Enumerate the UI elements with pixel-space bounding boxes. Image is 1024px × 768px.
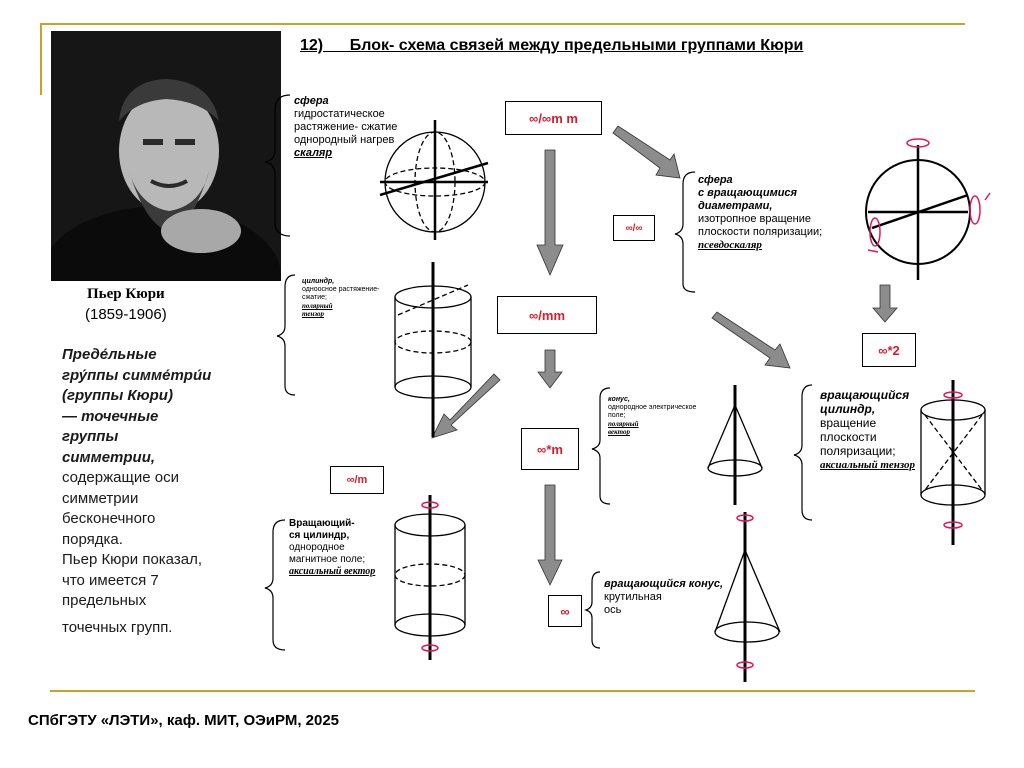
flow-arrows [431, 125, 898, 586]
bottom-rule [50, 690, 975, 692]
cylinder-figure [394, 262, 472, 437]
group-box-inf-inf-mm: ∞/∞m m [505, 101, 602, 135]
rot-cyl-tw-l3: вращение [820, 416, 877, 430]
group-box-inf-star-m: ∞*m [521, 428, 579, 470]
desc-line-5: группы [62, 428, 119, 445]
label-sphere: сфера гидростатическое растяжение- сжати… [294, 95, 397, 160]
sphere-l2: гидростатическое [294, 108, 385, 120]
arrow-g1-g3 [536, 149, 564, 277]
rot-sphere-l6: псевдоскаляр [698, 239, 762, 251]
arrow-g5-g7 [537, 484, 563, 586]
desc-line-12: что имеется 7 [62, 571, 159, 589]
cone-l3: поле; [608, 412, 626, 419]
rot-cyl-l2: ся цилиндр, [289, 530, 350, 541]
rot-cyl-l5: аксиальный вектор [289, 566, 376, 577]
desc-line-1: Преде́льные [62, 346, 157, 363]
desc-line-7: содержащие оси [62, 469, 179, 486]
rot-cylinder-figure [394, 495, 466, 660]
rot-cylinder-tw-figure [920, 380, 986, 545]
cylinder-l5: тензор [302, 310, 324, 318]
rot-cone-l1: вращающийся конус, [604, 578, 724, 590]
sphere-l4: однородный нагрев [294, 134, 395, 146]
desc-line-2: гру́ппы симме́три́и [62, 366, 212, 384]
desc-line-9: бесконечного [62, 510, 156, 527]
desc-line-6: симметрии, [62, 448, 156, 466]
label-rot-cylinder: Вращающий- ся цилиндр, однородное магнит… [289, 518, 375, 578]
group-box-inf-m: ∞/m [330, 466, 384, 494]
desc-line-3: (группы Кюри) [62, 387, 173, 404]
desc-line-10: порядка. [62, 530, 123, 548]
rot-cyl-l3: однородное [289, 542, 345, 553]
sphere-figure [379, 120, 489, 240]
top-rule [40, 23, 965, 25]
footer-text: СПбГЭТУ «ЛЭТИ», каф. МИТ, ОЭиРМ, 2025 [28, 712, 340, 729]
desc-line-4: — точечные [62, 407, 159, 425]
label-rot-sphere: сфера с вращающимися диаметрами, изотроп… [698, 174, 822, 252]
rot-sphere-l5: плоскости поляризации; [698, 226, 823, 238]
cone-l2: однородное электрическое [608, 404, 697, 411]
rot-cone-l3: ось [604, 604, 622, 616]
cylinder-l2: одноосное растяжение- [302, 286, 380, 293]
cone-figure [707, 385, 763, 505]
cone-l4: полярный [608, 420, 639, 428]
desc-line-11: Пьер Кюри показал, [62, 551, 202, 568]
desc-line-8: симметрии [62, 489, 139, 507]
group-box-inf-mm: ∞/mm [497, 296, 597, 334]
rot-sphere-figure [865, 138, 991, 280]
description-text: Преде́льные гру́ппы симме́три́и (группы … [62, 345, 211, 638]
portrait-years: (1859-1906) [85, 306, 167, 323]
arrow-g3-g6 [431, 373, 501, 439]
rot-cyl-l4: магнитное поле; [289, 554, 366, 565]
cylinder-l4: полярный [302, 302, 333, 310]
arrow-g1-g2 [612, 125, 681, 179]
rot-cone-l2: крутильная [604, 591, 662, 603]
rot-sphere-l1: сфера [698, 174, 733, 186]
rot-cone-figure [714, 512, 781, 682]
sphere-l3: растяжение- сжатие [294, 121, 398, 133]
label-rot-cone: вращающийся конус, крутильная ось [604, 578, 723, 617]
rot-cyl-tw-l4: плоскости [820, 430, 877, 444]
rot-sphere-l4: изотропное вращение [698, 213, 811, 225]
brace-cone [591, 387, 611, 505]
cone-l5: вектор [608, 428, 630, 436]
sphere-l5: скаляр [294, 147, 333, 159]
group-box-inf-star-2: ∞*2 [862, 333, 916, 367]
portrait-figure [51, 31, 281, 281]
arrow-g3-g5 [537, 349, 563, 389]
left-rule [40, 23, 42, 95]
arrow-g2-g4 [872, 284, 898, 323]
desc-line-13: предельных [62, 592, 147, 609]
rot-cyl-tw-l6: аксиальный тензор [820, 459, 915, 471]
group-box-inf: ∞ [548, 595, 582, 627]
rot-cyl-tw-l2: цилиндр, [820, 402, 876, 416]
cone-l1: конус, [608, 396, 630, 403]
brace-cylinder [276, 274, 296, 396]
rot-cyl-tw-l1: вращающийся [820, 388, 910, 402]
rot-sphere-l3: диаметрами, [698, 200, 773, 212]
brace-rot-cylinder-tw [793, 384, 813, 521]
portrait-photo [51, 31, 281, 281]
arrow-g3-g4 [711, 311, 791, 369]
brace-rot-sphere [674, 171, 696, 293]
brace-sphere [264, 94, 291, 237]
rot-cyl-tw-l5: поляризации; [820, 444, 896, 458]
label-cylinder: цилиндр, одноосное растяжение- сжатие; п… [302, 278, 379, 318]
rot-sphere-l2: с вращающимися [698, 187, 798, 199]
brace-rot-cone [584, 571, 601, 649]
sphere-l1: сфера [294, 95, 329, 107]
label-cone: конус, однородное электрическое поле; по… [608, 396, 696, 436]
group-box-inf-inf: ∞/∞ [613, 215, 655, 241]
desc-line-14: точечных групп. [62, 618, 173, 636]
portrait-name: Пьер Кюри [87, 286, 165, 302]
slide-title: 12) Блок- схема связей между предельными… [300, 37, 804, 54]
label-rot-cylinder-tw: вращающийся цилиндр, вращение плоскости … [820, 388, 915, 472]
cylinder-l1: цилиндр, [302, 278, 335, 285]
cylinder-l3: сжатие; [302, 294, 327, 301]
rot-cyl-l1: Вращающий- [289, 518, 355, 529]
brace-rot-cylinder [264, 519, 286, 651]
